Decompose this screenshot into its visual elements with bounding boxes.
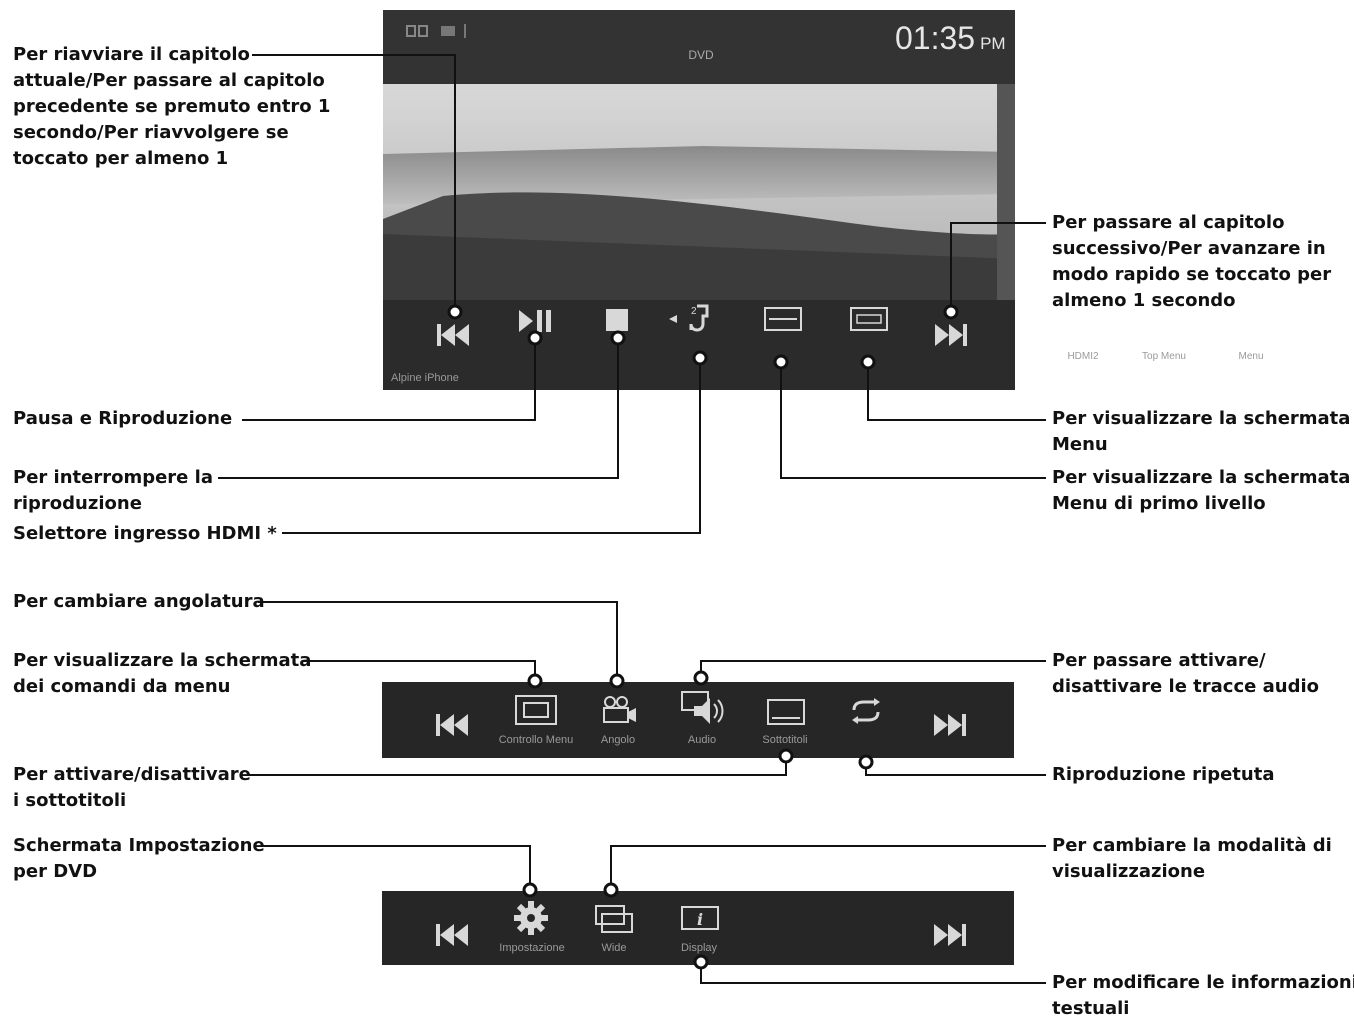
source-label: DVD bbox=[688, 48, 714, 62]
callout-audio: Per passare attivare/ disattivare le tra… bbox=[1052, 650, 1319, 697]
control-menu-label: Controllo Menu bbox=[498, 734, 574, 746]
audio-icon[interactable] bbox=[680, 690, 726, 726]
line-subtitles bbox=[248, 756, 787, 776]
setup-label: Impostazione bbox=[499, 942, 565, 954]
control-bar-2 bbox=[382, 682, 1014, 758]
callout-top-menu: Per visualizzare la schermata Menu di pr… bbox=[1052, 467, 1351, 514]
callout-hdmi: Selettore ingresso HDMI * bbox=[13, 523, 277, 544]
line-repeat bbox=[865, 762, 1046, 776]
wide-icon[interactable] bbox=[594, 904, 634, 936]
prev-icon[interactable] bbox=[432, 920, 472, 950]
line-restart bbox=[252, 54, 456, 312]
line-next bbox=[950, 222, 1046, 312]
line-angle bbox=[258, 601, 618, 681]
next-icon[interactable] bbox=[930, 710, 970, 740]
next-icon[interactable] bbox=[930, 920, 970, 950]
info-icon[interactable]: i bbox=[680, 905, 720, 933]
callout-wide: Per cambiare la modalità di visualizzazi… bbox=[1052, 835, 1332, 882]
wide-label: Wide bbox=[601, 942, 627, 954]
line-wide bbox=[610, 845, 1046, 890]
top-menu-icon[interactable] bbox=[763, 306, 803, 334]
repeat-icon[interactable] bbox=[848, 698, 884, 724]
line-hdmi bbox=[282, 358, 701, 534]
subtitle-icon[interactable] bbox=[766, 698, 806, 728]
callout-repeat: Riproduzione ripetuta bbox=[1052, 764, 1275, 785]
callout-angle: Per cambiare angolatura bbox=[13, 591, 265, 612]
line-stop bbox=[218, 338, 619, 479]
svg-text:2: 2 bbox=[691, 306, 697, 317]
callout-subtitles: Per attivare/disattivare i sottotitoli bbox=[13, 764, 251, 811]
subtitles-label: Sottotitoli bbox=[762, 734, 808, 746]
next-icon[interactable] bbox=[931, 320, 971, 350]
clock-time: 01:35 bbox=[895, 20, 976, 56]
line-display bbox=[700, 964, 1046, 984]
line-setup bbox=[262, 845, 531, 890]
prev-icon[interactable] bbox=[432, 710, 472, 740]
svg-text:i: i bbox=[697, 910, 703, 929]
video-image bbox=[383, 84, 1015, 304]
control-menu-icon[interactable] bbox=[514, 694, 558, 726]
callout-menu: Per visualizzare la schermata Menu bbox=[1052, 408, 1351, 455]
top-menu-label: Top Menu bbox=[1142, 351, 1186, 362]
callout-next: Per passare al capitolo successivo/Per a… bbox=[1052, 212, 1332, 311]
play-pause-icon[interactable] bbox=[515, 306, 555, 336]
camera-icon[interactable] bbox=[600, 694, 640, 726]
line-audio bbox=[700, 660, 1046, 678]
callout-stop: Per interrompere la riproduzione bbox=[13, 467, 213, 514]
line-menu bbox=[867, 362, 1046, 421]
stop-icon[interactable] bbox=[603, 306, 633, 336]
callout-setup: Schermata Impostazione per DVD bbox=[13, 835, 265, 882]
angle-label: Angolo bbox=[600, 734, 636, 746]
prev-icon[interactable] bbox=[433, 320, 473, 350]
display-label: Display bbox=[680, 942, 718, 954]
callout-display: Per modificare le informazioni testuali bbox=[1052, 972, 1354, 1019]
callout-control-menu: Per visualizzare la schermata dei comand… bbox=[13, 650, 312, 697]
status-icons bbox=[406, 24, 466, 38]
menu-label: Menu bbox=[1238, 351, 1264, 362]
callout-restart: Per riavviare il capitolo attuale/Per pa… bbox=[13, 44, 331, 169]
hdmi-icon[interactable]: 2 bbox=[667, 302, 717, 340]
gear-icon[interactable] bbox=[513, 900, 549, 936]
device-label: Alpine iPhone bbox=[391, 372, 459, 384]
line-pause bbox=[242, 338, 536, 421]
line-top-menu bbox=[780, 362, 1046, 479]
audio-label: Audio bbox=[687, 734, 717, 746]
line-control-menu bbox=[302, 660, 536, 681]
callout-pause: Pausa e Riproduzione bbox=[13, 408, 233, 429]
clock-suffix: PM bbox=[980, 34, 1006, 53]
hdmi-label: HDMI2 bbox=[1067, 351, 1099, 362]
menu-icon[interactable] bbox=[849, 306, 889, 334]
